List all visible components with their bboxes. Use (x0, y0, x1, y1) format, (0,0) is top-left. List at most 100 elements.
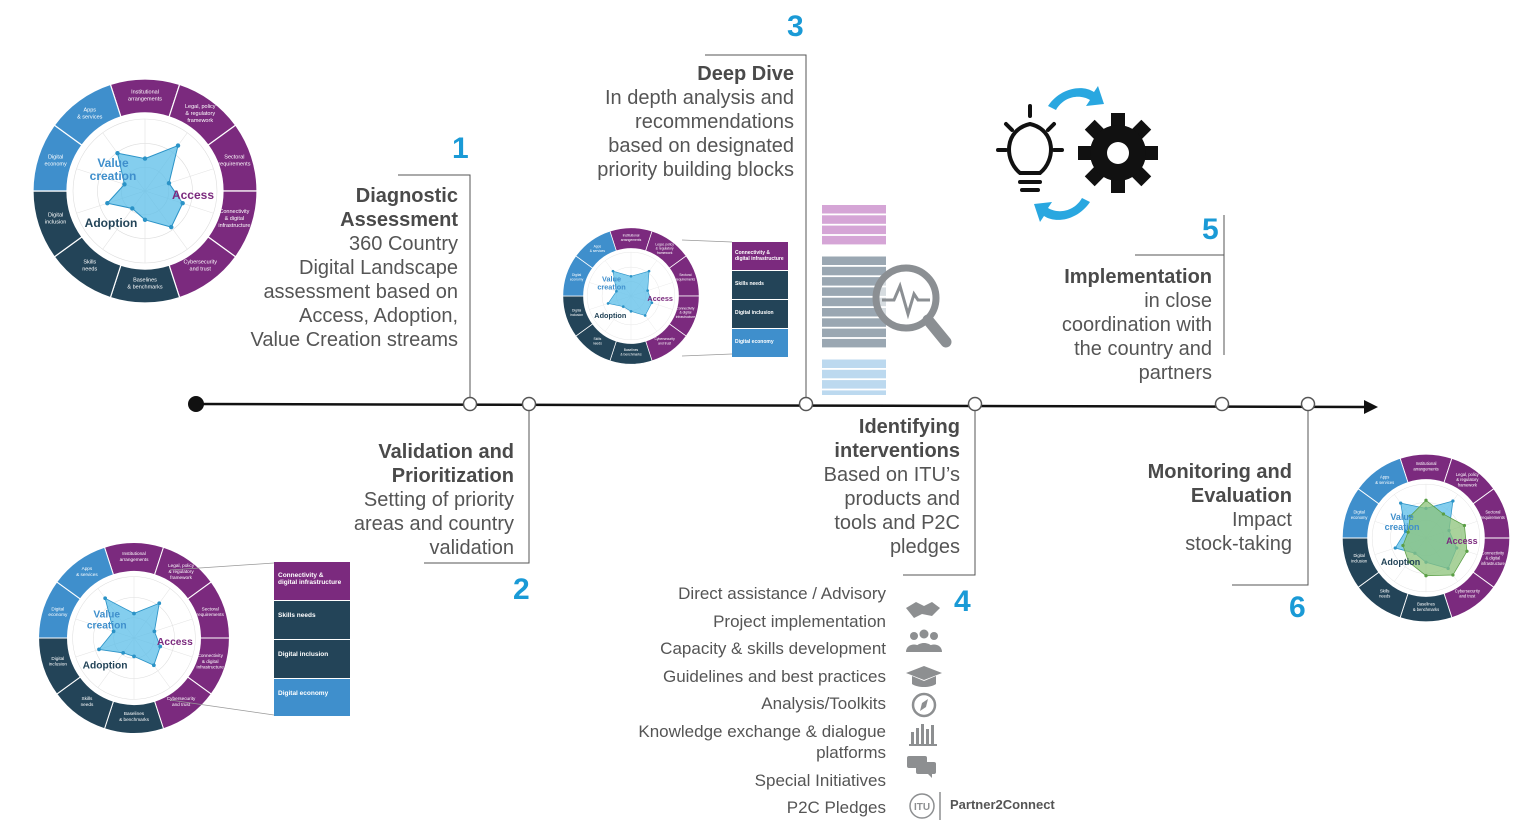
stage-4-text: Identifying interventions Based on ITU’s… (780, 415, 960, 559)
gear-icon (1078, 113, 1158, 193)
itu-logo-icon: ITU (909, 792, 941, 820)
wheel-stream-label: Access (172, 188, 214, 202)
stack-bar (822, 235, 886, 245)
stack-bar (822, 369, 886, 379)
stage-4-body: Based on ITU’s products and tools and P2… (823, 464, 960, 558)
milestone-node-2 (521, 396, 537, 412)
block-connectivity: Connectivity & digital infrastructure (274, 562, 350, 600)
deep-block-economy: Digital economy (732, 329, 788, 357)
graduation-cap-icon (906, 666, 942, 687)
milestone-node-4 (967, 396, 983, 412)
handshake-icon (906, 602, 940, 618)
connector-6 (1232, 411, 1309, 586)
bar-chart-icon (909, 724, 937, 746)
timeline-start-dot (188, 396, 204, 412)
stage-1-body: 360 Country Digital Landscape assessment… (250, 233, 459, 351)
priority-blocks-validation: Connectivity & digital infrastructure Sk… (274, 562, 350, 716)
priority-blocks-deep-dive: Connectivity & digital infrastructure Sk… (732, 242, 788, 357)
deep-dive-analysis-graphic (822, 205, 952, 395)
stack-bar (822, 297, 886, 307)
step-number-6: 6 (1289, 591, 1306, 624)
lightbulb-icon (996, 104, 1064, 192)
deep-block-skills: Skills needs (732, 271, 788, 299)
tool-p2c-pledges: P2C Pledges (786, 798, 886, 817)
stack-bar (822, 318, 886, 327)
wheel-segment-label: Baselines& benchmarks (620, 348, 642, 356)
wheel-segment-label: Baselines& benchmarks (119, 711, 150, 722)
people-group-icon (906, 629, 942, 652)
stage-6-text: Monitoring and Evaluation Impact stock-t… (1092, 460, 1292, 556)
milestone-node-1 (462, 396, 478, 412)
wheel-stream-label: Adoption (1381, 557, 1420, 567)
wheel-stream-label: Adoption (83, 661, 128, 672)
stage-6-body: Impact stock-taking (1185, 509, 1292, 555)
cycle-arrows-icon (1034, 86, 1104, 222)
stack-bar (822, 287, 886, 296)
tool-capacity-skills: Capacity & skills development (660, 639, 886, 658)
stack-bar (822, 277, 886, 286)
stage-2-body: Setting of priority areas and country va… (353, 489, 514, 559)
tool-analysis-toolkits: Analysis/Toolkits (761, 694, 886, 713)
stage-2-text: Validation and Prioritization Setting of… (300, 440, 514, 560)
tool-project-implementation: Project implementation (713, 611, 886, 631)
milestone-node-6 (1300, 396, 1316, 412)
milestone-node-3 (798, 396, 814, 412)
block-economy: Digital economy (274, 679, 350, 716)
stack-bar (822, 390, 886, 395)
wheel-segment-label: Baselines& benchmarks (1413, 602, 1439, 612)
svg-text:ITU: ITU (914, 802, 930, 813)
tool-knowledge-exchange: Knowledge exchange & dialogue platforms (638, 721, 886, 762)
stage-3-text: Deep Dive In depth analysis and recommen… (554, 62, 794, 182)
chat-bubbles-icon (907, 756, 936, 778)
tools-icons: ITU (906, 602, 942, 820)
stage-2-title: Validation and Prioritization (378, 441, 514, 487)
stack-bar (822, 328, 886, 338)
milestone-node-5 (1214, 396, 1230, 412)
wheel-segment-label: Apps& services (76, 566, 98, 577)
wheel-segment-label: Apps& services (77, 107, 103, 120)
stage-5-title: Implementation (1064, 266, 1212, 288)
step-number-1: 1 (452, 132, 469, 165)
step-number-4: 4 (954, 585, 971, 618)
connector-4 (903, 411, 976, 576)
stack-bar (822, 256, 886, 265)
step-number-5: 5 (1202, 213, 1219, 246)
connector-1 (398, 174, 471, 397)
implementation-graphic (996, 86, 1158, 222)
wheel-stream-label: Access (647, 294, 673, 303)
wheel-segment (575, 230, 617, 269)
timeline-line (195, 402, 1369, 409)
wheel-segment-label: Apps& services (1375, 475, 1394, 485)
stack-bar (822, 380, 886, 389)
block-inclusion: Digital inclusion (274, 640, 350, 678)
stack-bar (822, 225, 886, 235)
